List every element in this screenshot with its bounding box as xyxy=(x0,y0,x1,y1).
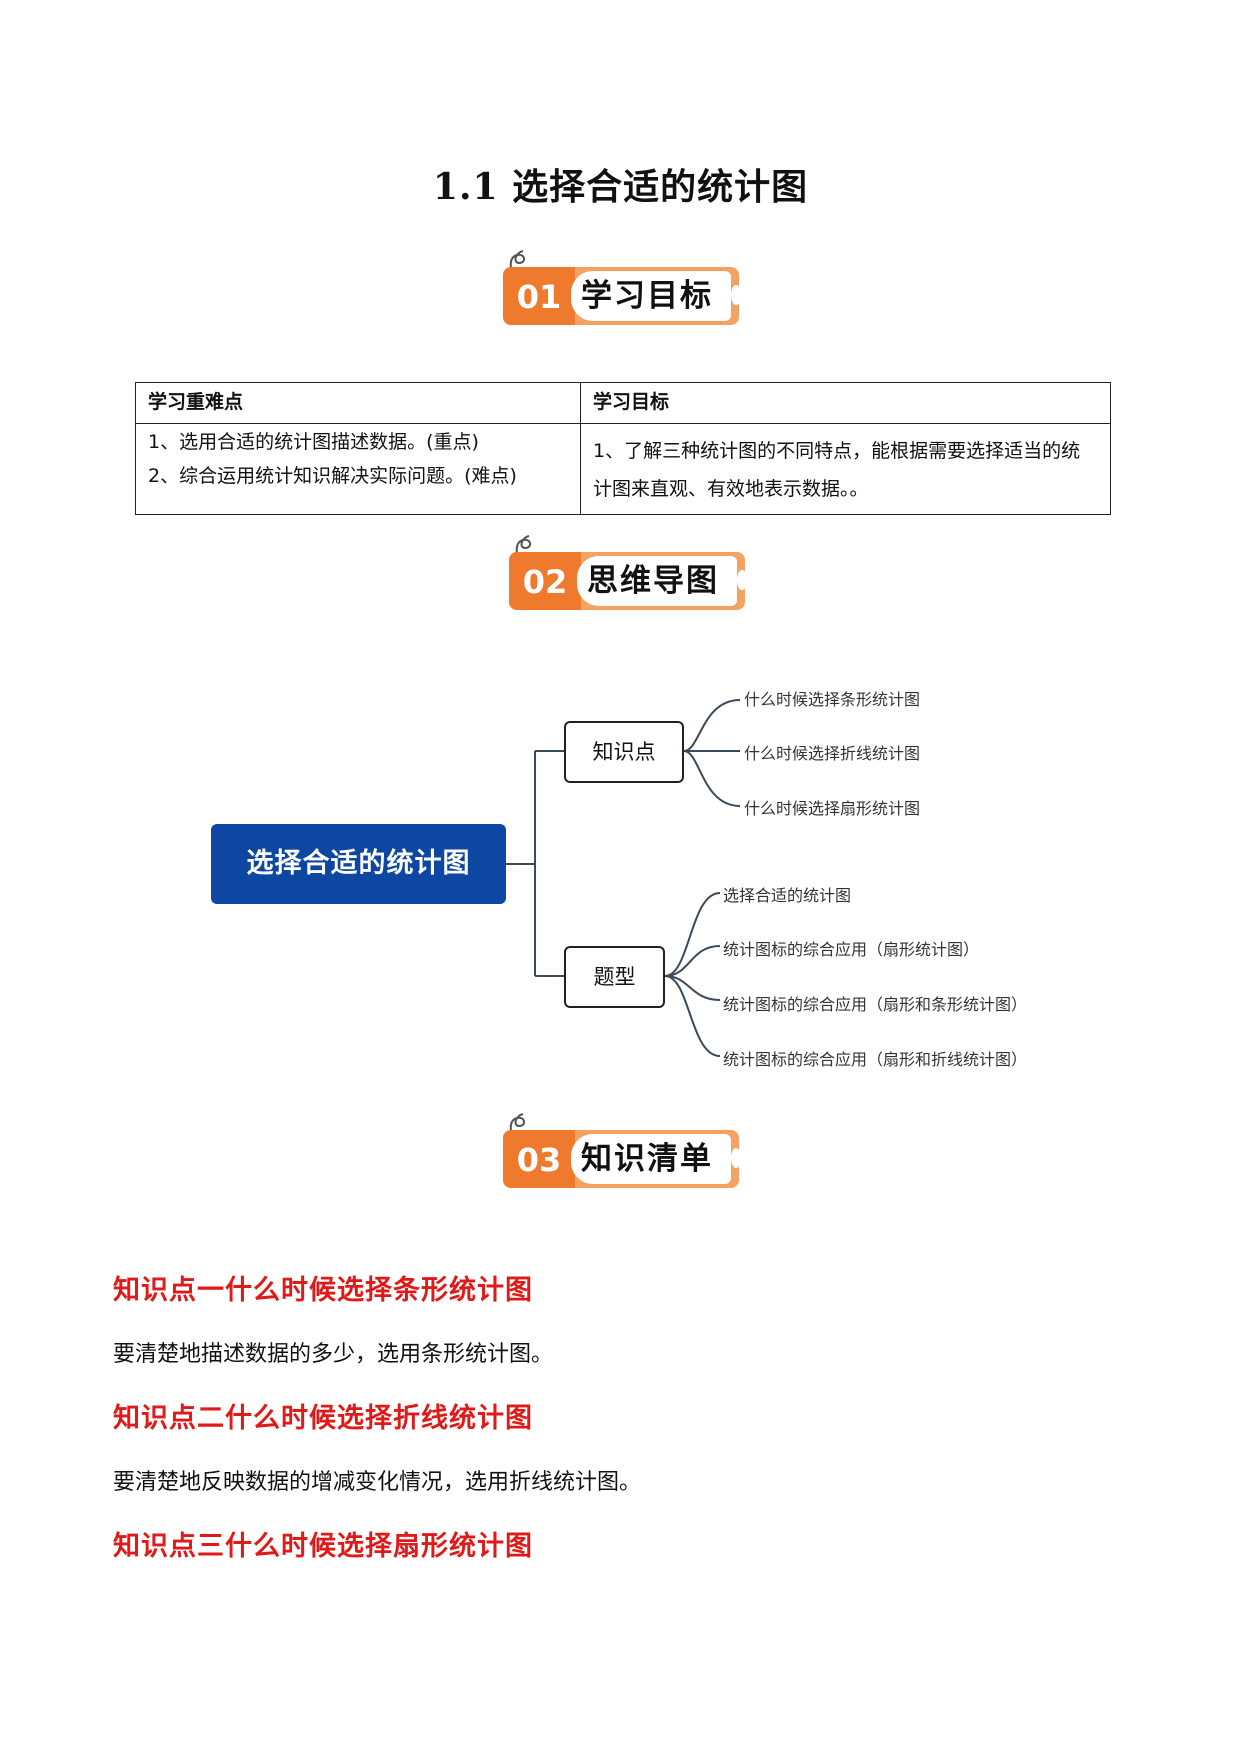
mindmap-leaf: 什么时候选择条形统计图 xyxy=(744,690,921,709)
hook-icon xyxy=(509,250,525,276)
table-cell-goals: 1、了解三种统计图的不同特点，能根据需要选择适当的统计图来直观、有效地表示数据。… xyxy=(580,423,1111,515)
list-item: 1、了解三种统计图的不同特点，能根据需要选择适当的统计图来直观、有效地表示数据。… xyxy=(593,440,1081,500)
hook-icon xyxy=(515,535,531,561)
mindmap-leaf: 什么时候选择折线统计图 xyxy=(744,744,921,763)
branch-label: 题型 xyxy=(593,965,636,989)
mindmap-branch-questions: 题型 xyxy=(564,946,665,1008)
mindmap-leaf: 统计图标的综合应用（扇形和条形统计图） xyxy=(723,995,1028,1014)
knowledge-heading: 知识点三什么时候选择扇形统计图 xyxy=(113,1531,533,1562)
mindmap-leaf: 什么时候选择扇形统计图 xyxy=(744,799,921,818)
knowledge-text: 要清楚地描述数据的多少，选用条形统计图。 xyxy=(113,1342,554,1367)
branch-label: 知识点 xyxy=(592,740,656,764)
table-cell-difficulties: 1、选用合适的统计图描述数据。(重点) 2、综合运用统计知识解决实际问题。(难点… xyxy=(135,423,581,515)
page-title: 1.1 选择合适的统计图 xyxy=(432,166,809,208)
list-item: 1、选用合适的统计图描述数据。(重点) xyxy=(148,431,479,453)
knowledge-heading: 知识点一什么时候选择条形统计图 xyxy=(113,1275,533,1306)
mindmap-leaf: 选择合适的统计图 xyxy=(723,886,852,905)
section-label: 思维导图 xyxy=(577,556,737,606)
mindmap-leaf: 统计图标的综合应用（扇形统计图） xyxy=(723,940,980,959)
mindmap-branch-knowledge: 知识点 xyxy=(564,721,684,783)
section-number: 02 xyxy=(509,552,581,610)
section-badge-01: 01 学习目标 xyxy=(503,249,743,325)
list-item: 2、综合运用统计知识解决实际问题。(难点) xyxy=(148,465,517,487)
section-number: 01 xyxy=(503,267,575,325)
hook-icon xyxy=(509,1113,525,1139)
section-badge-03: 03 知识清单 xyxy=(503,1112,743,1188)
mindmap-root: 选择合适的统计图 xyxy=(211,824,506,904)
mindmap-leaf: 统计图标的综合应用（扇形和折线统计图） xyxy=(723,1050,1028,1069)
knowledge-text: 要清楚地反映数据的增减变化情况，选用折线统计图。 xyxy=(113,1470,642,1495)
section-number: 03 xyxy=(503,1130,575,1188)
section-badge-02: 02 思维导图 xyxy=(509,534,749,610)
section-label: 学习目标 xyxy=(571,271,731,321)
knowledge-heading: 知识点二什么时候选择折线统计图 xyxy=(113,1403,533,1434)
goals-table: 学习重难点 学习目标 1、选用合适的统计图描述数据。(重点) 2、综合运用统计知… xyxy=(135,382,1111,515)
section-label: 知识清单 xyxy=(571,1134,731,1184)
